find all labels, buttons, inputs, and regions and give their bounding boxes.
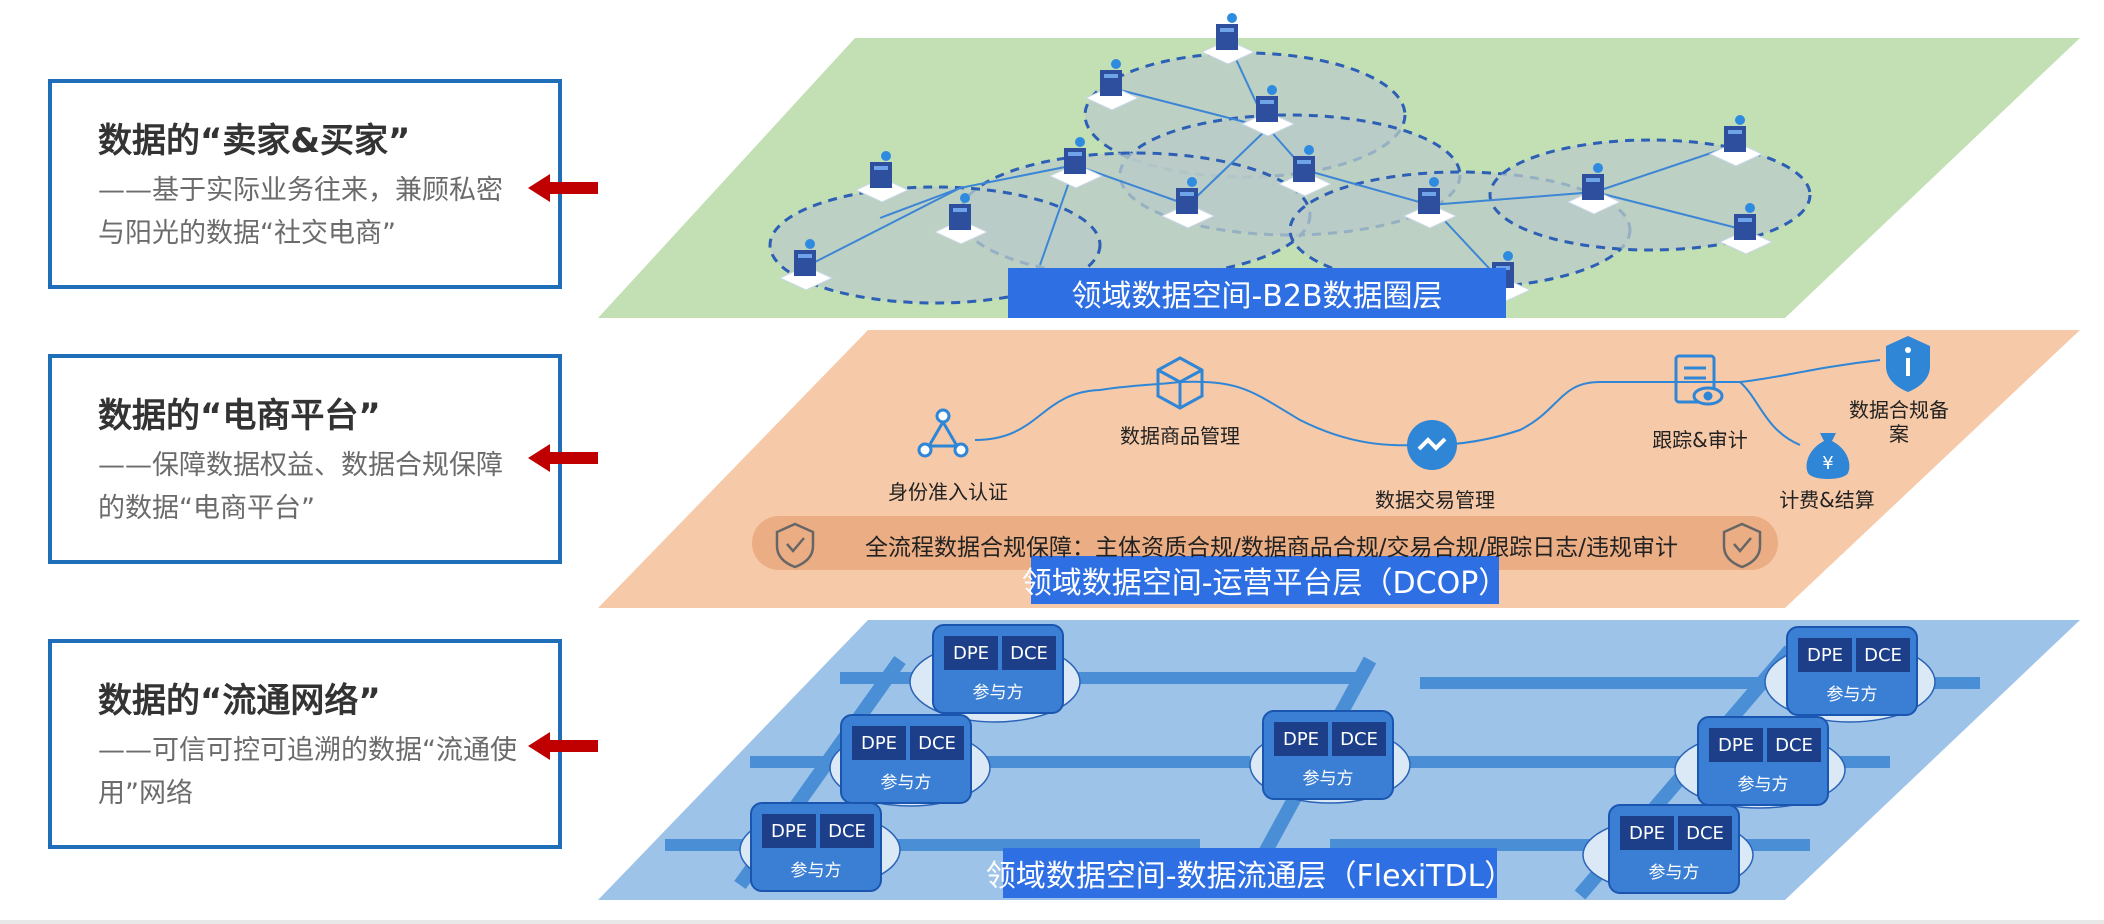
left-arrow-icon xyxy=(528,174,598,202)
left-arrow-icon xyxy=(528,444,598,472)
data-product-label: 数据商品管理 xyxy=(1120,424,1240,448)
participant-card: DPE DCE 参与方 xyxy=(1262,710,1394,800)
participant-card: DPE DCE 参与方 xyxy=(932,624,1064,714)
participant-label: 参与方 xyxy=(790,861,842,881)
participant-card: DPE DCE 参与方 xyxy=(840,714,972,804)
dpe-tag: DPE xyxy=(852,726,906,760)
box-subtitle: ——保障数据权益、数据合规保障的数据“电商平台” xyxy=(98,450,503,524)
participant-card: DPE DCE 参与方 xyxy=(750,802,882,892)
participant-label: 参与方 xyxy=(1737,775,1789,795)
product-cube-icon xyxy=(1156,356,1204,410)
box-title: 数据的“流通网络” xyxy=(98,681,381,721)
compliance-band xyxy=(752,516,1778,570)
participant-label: 参与方 xyxy=(1648,863,1700,883)
participant-label: 参与方 xyxy=(972,683,1024,703)
compliance-band-text: 全流程数据合规保障：主体资质合规/数据商品合规/交易合规/跟踪日志/违规审计 xyxy=(865,535,1678,561)
participant-card: DPE DCE 参与方 xyxy=(1786,626,1918,716)
dce-tag: DCE xyxy=(820,814,874,848)
participant-label: 参与方 xyxy=(1302,769,1354,789)
dpe-tag: DPE xyxy=(1709,728,1763,762)
participant-card: DPE DCE 参与方 xyxy=(1697,716,1829,806)
box-subtitle: ——可信可控可追溯的数据“流通使用”网络 xyxy=(98,735,517,809)
seller-buyer-box: 数据的“卖家&买家” ——基于实际业务往来，兼顾私密与阳光的数据“社交电商” xyxy=(48,79,562,289)
svg-text:¥: ¥ xyxy=(1822,453,1833,474)
circulation-layer-label: 领域数据空间-数据流通层（FlexiTDL） xyxy=(986,848,1514,898)
billing-label: 计费&结算 xyxy=(1779,488,1875,512)
participant-label: 参与方 xyxy=(880,773,932,793)
box-title: 数据的“电商平台” xyxy=(98,396,381,436)
dce-tag: DCE xyxy=(1332,722,1386,756)
shield-check-icon xyxy=(775,522,815,569)
identity-auth-label: 身份准入认证 xyxy=(888,480,1008,504)
dce-tag: DCE xyxy=(1767,728,1821,762)
trade-exchange-icon xyxy=(1407,420,1457,470)
dce-tag: DCE xyxy=(1002,636,1056,670)
dce-tag: DCE xyxy=(1678,816,1732,850)
participant-card: DPE DCE 参与方 xyxy=(1608,804,1740,894)
identity-network-icon xyxy=(917,408,969,458)
dce-tag: DCE xyxy=(1856,638,1910,672)
dpe-tag: DPE xyxy=(1274,722,1328,756)
dpe-tag: DPE xyxy=(1798,638,1852,672)
audit-document-icon xyxy=(1674,354,1724,406)
billing-moneybag-icon: ¥ xyxy=(1806,433,1850,479)
data-trade-label: 数据交易管理 xyxy=(1375,488,1495,512)
compliance-filing-label: 数据合规备案 xyxy=(1849,398,1949,446)
dce-tag: DCE xyxy=(910,726,964,760)
circulation-network-box: 数据的“流通网络” ——可信可控可追溯的数据“流通使用”网络 xyxy=(48,639,562,849)
divider xyxy=(0,920,2104,924)
compliance-shield-icon xyxy=(1886,336,1930,392)
dpe-tag: DPE xyxy=(944,636,998,670)
dpe-tag: DPE xyxy=(1620,816,1674,850)
ecommerce-platform-box: 数据的“电商平台” ——保障数据权益、数据合规保障的数据“电商平台” xyxy=(48,354,562,564)
left-arrow-icon xyxy=(528,732,598,760)
box-subtitle: ——基于实际业务往来，兼顾私密与阳光的数据“社交电商” xyxy=(98,175,503,249)
participant-label: 参与方 xyxy=(1826,685,1878,705)
audit-label: 跟踪&审计 xyxy=(1652,428,1748,452)
platform-layer-label: 领域数据空间-运营平台层（DCOP） xyxy=(1022,556,1508,604)
box-title: 数据的“卖家&买家” xyxy=(98,121,411,161)
dpe-tag: DPE xyxy=(762,814,816,848)
network-links xyxy=(814,41,1746,281)
shield-check-icon xyxy=(1722,522,1762,569)
b2b-layer-label: 领域数据空间-B2B数据圈层 xyxy=(1008,268,1506,318)
